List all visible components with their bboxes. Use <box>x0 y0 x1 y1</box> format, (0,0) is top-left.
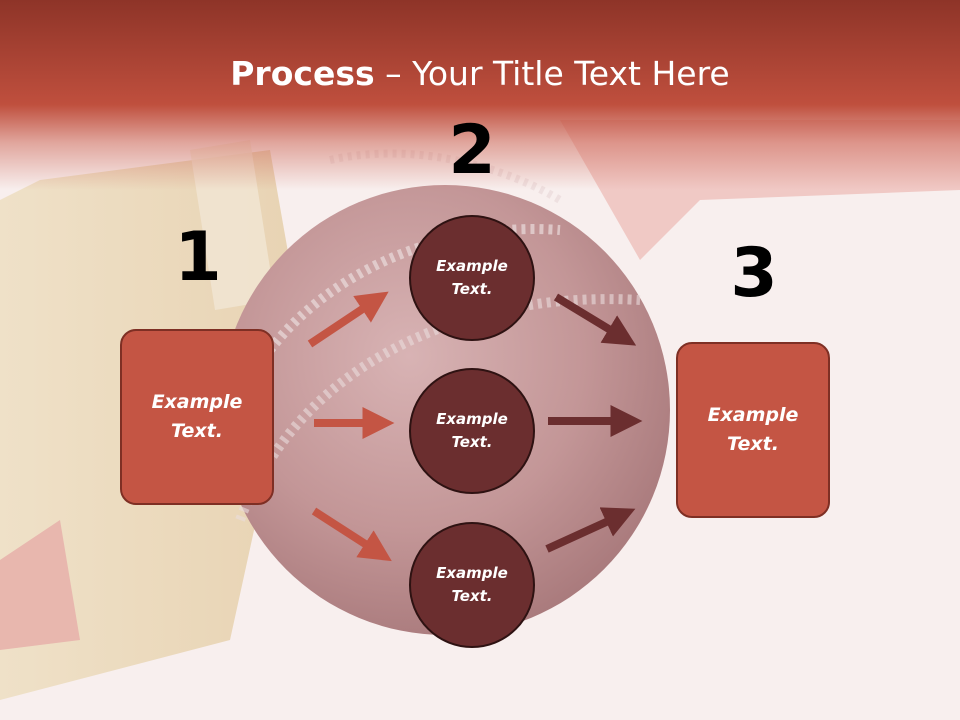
circle-middle-text: Example Text. <box>436 410 508 451</box>
title-rest: – Your Title Text Here <box>374 54 730 93</box>
arrow-bottom-to-right <box>545 507 636 553</box>
circle-bottom-text: Example Text. <box>436 564 508 605</box>
header-band <box>0 0 960 190</box>
circle-middle: Example Text. <box>409 368 535 494</box>
left-box-text: Example Text. <box>151 391 243 442</box>
arrow-top-to-right <box>553 293 637 346</box>
title-bold: Process <box>230 54 375 93</box>
circle-bottom: Example Text. <box>409 522 535 648</box>
step-number-2: 2 <box>448 111 496 190</box>
circle-top-text: Example Text. <box>436 257 508 298</box>
arrow-left-to-bottom <box>311 507 392 562</box>
step-number-1: 1 <box>174 218 222 297</box>
arrow-left-to-top <box>307 291 389 348</box>
right-box-text: Example Text. <box>707 404 799 455</box>
left-process-box: Example Text. <box>120 329 274 505</box>
slide-title: Process – Your Title Text Here <box>0 52 960 96</box>
right-process-box: Example Text. <box>676 342 830 518</box>
step-number-3: 3 <box>730 234 778 313</box>
circle-top: Example Text. <box>409 215 535 341</box>
